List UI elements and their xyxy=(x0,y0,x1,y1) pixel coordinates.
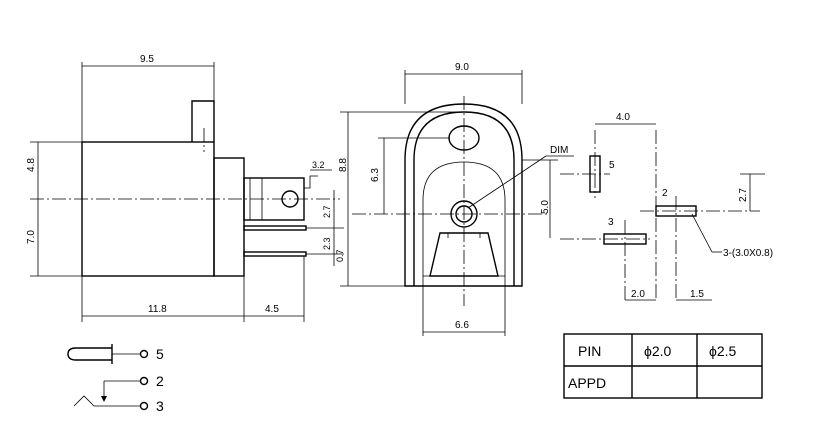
table-header-pin: PIN xyxy=(578,343,601,359)
schematic-symbol: 5 2 3 xyxy=(67,344,164,414)
side-pin-upper xyxy=(243,225,307,231)
dim-leader xyxy=(467,155,547,209)
schematic-terminal-3 xyxy=(139,401,149,411)
table-col-2-0: ϕ2.0 xyxy=(644,343,672,359)
label-dim: DIM xyxy=(550,145,568,156)
table-row-appd: APPD xyxy=(568,375,606,391)
table-col-2-5: ϕ2.5 xyxy=(709,343,737,359)
dim-5-0: 5.0 xyxy=(540,200,551,214)
dim-7-0: 7.0 xyxy=(26,230,37,244)
schematic-arrow xyxy=(101,396,107,402)
side-view: 9.5 4.8 7.0 11.8 4.5 3.2 2.7 2.3 0.7 xyxy=(26,54,345,322)
dim-0-7: 0.7 xyxy=(335,249,345,262)
schematic-wire-3 xyxy=(73,395,140,407)
side-tab-lead xyxy=(304,175,318,189)
dim-3-2: 3.2 xyxy=(312,160,325,170)
schematic-plug xyxy=(67,347,112,361)
front-inner-outline xyxy=(413,111,515,286)
dim-11-8: 11.8 xyxy=(148,304,167,315)
dim-4-5: 4.5 xyxy=(265,304,279,315)
dim-2-3: 2.3 xyxy=(322,237,332,250)
dim-2-0: 2.0 xyxy=(631,289,645,300)
dim-8-8: 8.8 xyxy=(338,158,349,172)
hole-leader xyxy=(691,213,713,253)
schematic-terminal-5 xyxy=(139,349,149,359)
dim-4-0: 4.0 xyxy=(616,112,630,123)
schematic-label-3: 3 xyxy=(156,398,164,414)
dim-2-7: 2.7 xyxy=(322,205,332,218)
spec-table: PIN ϕ2.0 ϕ2.5 APPD xyxy=(563,333,763,399)
dim-9-0: 9.0 xyxy=(455,62,469,73)
dim-2-7-fp: 2.7 xyxy=(738,188,749,202)
side-body-outline xyxy=(81,141,215,277)
pad-5-label: 5 xyxy=(609,160,615,171)
dim-4-8: 4.8 xyxy=(26,158,37,172)
pad-3-label: 3 xyxy=(608,217,614,228)
dim-9-5: 9.5 xyxy=(140,54,154,65)
schematic-label-2: 2 xyxy=(156,373,164,389)
schematic-terminal-2 xyxy=(139,376,149,386)
dim-6-6: 6.6 xyxy=(455,320,469,331)
side-flange xyxy=(213,157,245,277)
front-bottom-block xyxy=(429,232,499,277)
side-pin-lower xyxy=(243,251,307,257)
dim-1-5: 1.5 xyxy=(690,289,704,300)
pcb-footprint: 5 2 3 4.0 2.7 2.0 1.5 3-(3.0X0.8) xyxy=(560,112,773,301)
dim-6-3: 6.3 xyxy=(370,168,381,182)
pad-2-label: 2 xyxy=(662,188,668,199)
side-top-tab xyxy=(191,100,215,142)
front-view: 9.0 8.8 6.3 5.0 6.6 DIM xyxy=(338,62,574,336)
hole-note: 3-(3.0X0.8) xyxy=(723,248,773,259)
schematic-label-5: 5 xyxy=(156,346,164,362)
